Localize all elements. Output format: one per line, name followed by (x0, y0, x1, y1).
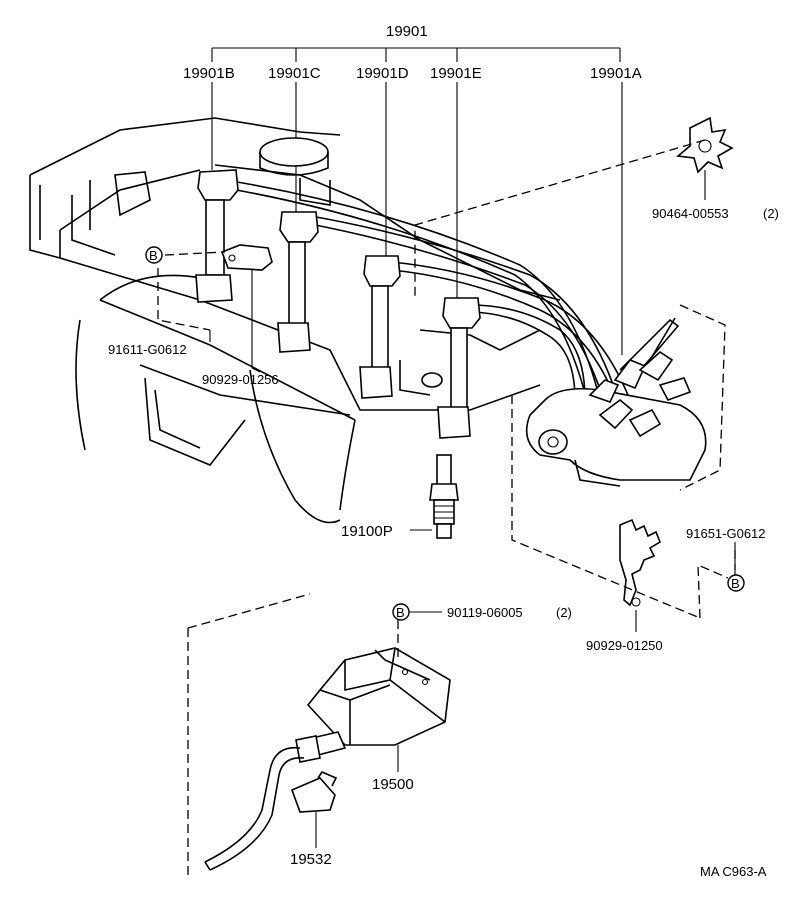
label-bolt-coil-qty: (2) (556, 605, 572, 620)
bolt-marker-right: B (727, 574, 745, 592)
ignition-cords (224, 179, 680, 406)
label-clamp-rear-qty: (2) (763, 206, 779, 221)
diagram-code: MA C963-A (700, 864, 767, 879)
label-cord-c: 19901C (268, 65, 321, 82)
cord-clamp-left (220, 244, 273, 368)
bolt-leaders (209, 330, 736, 575)
label-clamp-left: 90929-01256 (202, 372, 279, 387)
bolt-marker-coil-text: B (396, 605, 405, 620)
bolt-marker-left: B (145, 246, 163, 264)
label-bolt-right: 91651-G0612 (686, 526, 766, 541)
label-bolt-left: 91611-G0612 (108, 342, 187, 357)
coil-cord (204, 746, 305, 871)
label-clamp-right: 90929-01250 (586, 638, 663, 653)
label-ignition-coil: 19500 (372, 776, 414, 793)
label-cord-b: 19901B (183, 65, 235, 82)
label-assembly: 19901 (386, 23, 428, 40)
label-bolt-coil: 90119-06005 (447, 605, 523, 620)
bolt-marker-right-text: B (731, 576, 740, 591)
label-coil-cap: 19532 (290, 851, 332, 868)
label-spark-plug: 19100P (341, 523, 393, 540)
assembly-bracket (211, 47, 621, 62)
ignition-coil (295, 647, 451, 772)
label-cord-e: 19901E (430, 65, 482, 82)
label-cord-a: 19901A (590, 65, 642, 82)
bolt-marker-coil: B (392, 603, 442, 621)
label-clamp-rear: 90464-00553 (652, 206, 729, 221)
bolt-marker-left-text: B (149, 248, 158, 263)
label-cord-d: 19901D (356, 65, 409, 82)
cord-clamp-rear (676, 116, 734, 200)
dashed-references (157, 139, 736, 880)
coil-cap (290, 771, 338, 848)
distributor (525, 350, 707, 487)
spark-plug (410, 454, 459, 539)
cord-clamp-right (619, 518, 661, 632)
cord-leaders (211, 82, 623, 355)
spark-plug-boots (195, 169, 481, 439)
oil-filler-cap (259, 137, 331, 206)
